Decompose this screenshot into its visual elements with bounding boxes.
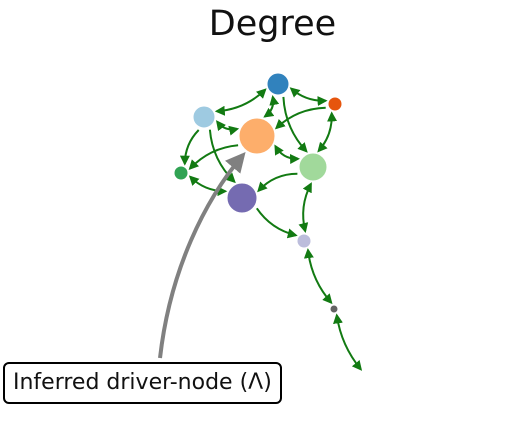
node-n1	[266, 72, 290, 96]
edge-n3-n4	[215, 120, 240, 136]
edge-n6-n7	[257, 172, 298, 193]
node-n9	[329, 304, 339, 314]
node-n8	[296, 233, 312, 249]
edge-n1-n2	[289, 87, 328, 107]
edge-n5-n7	[188, 175, 228, 197]
edge-n3-n7	[208, 129, 236, 184]
edge-n9-tail	[333, 313, 363, 371]
node-n3	[192, 105, 216, 129]
edge-n4-n1	[263, 95, 280, 118]
edge-n2-n4	[274, 106, 326, 130]
edge-n4-n6	[274, 144, 301, 165]
edge-n3-n5	[179, 129, 200, 166]
node-n5	[173, 165, 189, 181]
diagram-title: Degree	[208, 4, 337, 44]
node-n4	[238, 117, 276, 155]
nodes-layer	[173, 72, 343, 314]
edge-n6-n8	[298, 182, 312, 234]
edge-n7-n8	[255, 207, 298, 239]
callout-label: Inferred driver-node (Λ)	[13, 370, 272, 395]
edge-n4-n5	[188, 144, 239, 171]
node-n2	[327, 96, 343, 112]
edge-n6-n2	[317, 111, 338, 153]
node-n6	[298, 152, 328, 182]
node-n7	[226, 182, 258, 214]
edges-layer	[179, 87, 363, 371]
annotation-arrow	[158, 151, 246, 359]
edge-n1-n6	[282, 96, 308, 153]
driver-node-callout: Inferred driver-node (Λ)	[3, 362, 282, 404]
edge-n3-n1	[214, 88, 267, 116]
edge-n8-n9	[303, 248, 333, 305]
